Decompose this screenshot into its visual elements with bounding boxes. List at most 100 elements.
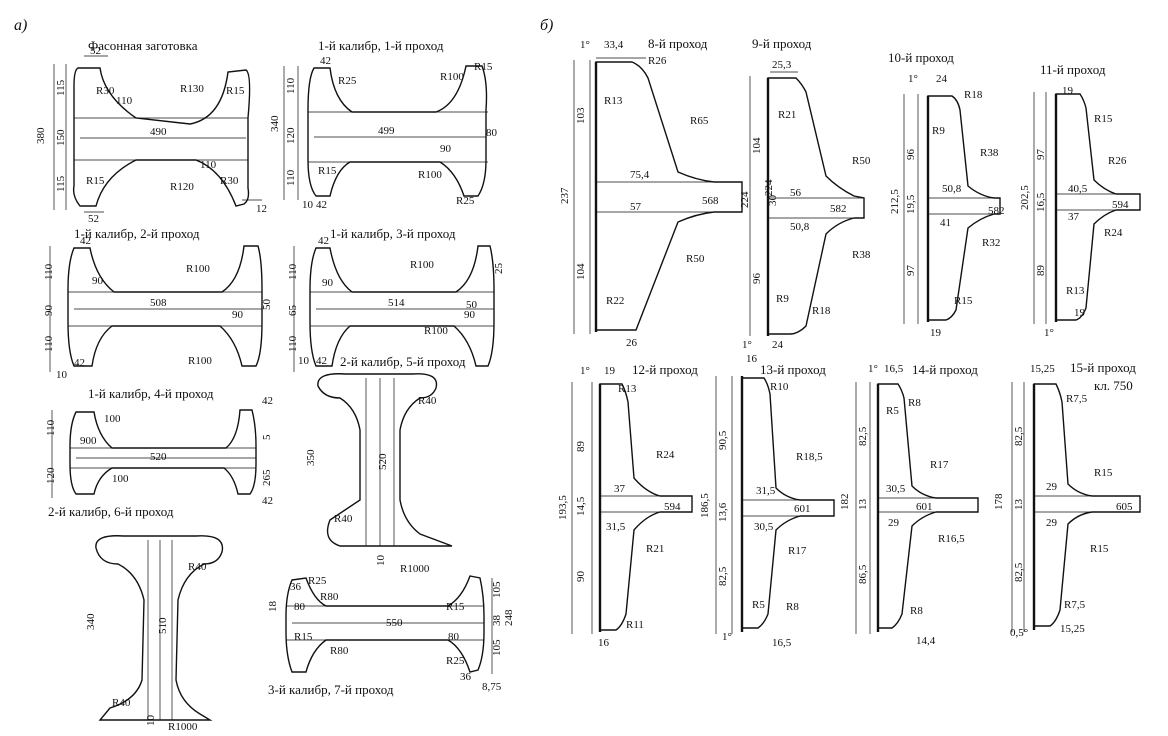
dim-p4-e2: 265 [261,469,273,486]
r-p9-5: R18 [812,305,831,317]
dim-p8-h1: 103 [575,107,587,124]
dim-p14-x1: 30,5 [886,483,906,495]
dim-p14-b: 14,4 [916,635,936,647]
dim-p10-x2: 41 [940,217,951,229]
dim-blank-web: 150 [55,129,67,146]
title-pass-15: 15-й проход [1070,360,1136,375]
r-p7-4: R80 [330,645,349,657]
dim-p7-a3: 80 [448,631,460,643]
dim-p11-m: 16,5 [1035,192,1047,212]
dim-p3-s: 25 [493,263,505,275]
dim-p15-m: 13 [1013,499,1025,511]
r-p15-4: R7,5 [1064,599,1086,611]
dim-p5-w: 520 [377,453,389,470]
r-p6-1: R40 [188,561,207,573]
profile-pass-4: 1-й калибр, 4-й проход 110 120 100 900 5… [45,386,273,507]
r-p12-2: R24 [656,449,675,461]
r-p3-2: R100 [424,325,448,337]
r-p1-4: R15 [318,165,337,177]
dim-p12-m: 14,5 [575,496,587,516]
dim-blank-e: 12 [256,203,267,215]
dim-p1-b: 10 [302,199,314,211]
r-p5-3: R1000 [400,563,430,575]
dim-p4-a2: 900 [80,435,97,447]
r-blank-1: R30 [96,85,115,97]
dim-p12-b: 16 [598,637,610,649]
r-p7-2: R80 [320,591,339,603]
dim-blank-bl: 52 [88,213,99,225]
r-blank-6: R30 [220,175,239,187]
r-p7-3: R15 [294,631,313,643]
title-pass-10: 10-й проход [888,50,954,65]
r-p15-2: R15 [1094,467,1113,479]
dim-p3-f1: 110 [287,263,299,280]
r-p2-2: R100 [188,355,212,367]
dim-p9-x2: 50,8 [790,221,810,233]
dim-p13-b: 16,5 [772,637,792,649]
deg-p12: 1° [580,365,590,377]
dim-p3-bl: 42 [316,355,327,367]
r-p12-3: R21 [646,543,664,555]
dim-p4-f1: 110 [45,419,57,436]
dim-blank-t: 110 [116,95,133,107]
dim-p10-h2: 97 [905,265,917,277]
r-p7-6: R25 [446,655,465,667]
panel-a-letter: а) [14,17,27,34]
dim-p1-t: 42 [320,55,331,67]
dim-p15-w: 605 [1116,501,1133,513]
dim-p15-t: 15,25 [1030,363,1055,375]
dim-p10-w: 582 [988,205,1005,217]
dim-blank-w: 490 [150,126,167,138]
r-p10-2: R9 [932,125,945,137]
title-pass-1: 1-й калибр, 1-й проход [318,38,444,53]
dim-p13-x2: 30,5 [754,521,774,533]
dim-p7-h: 248 [503,609,515,626]
deg-p9: 1° [742,339,752,351]
profile-blank: Фасонная заготовка 380 115 150 115 52 52… [35,38,267,225]
profile-pass-13: 13-й проход 16 R10 90,5 186,5 13,6 82,5 … [699,353,835,649]
r-p1-6: R25 [456,195,475,207]
dim-p4-t: 42 [262,395,273,407]
dim-p13-h2: 82,5 [717,566,729,586]
profile-pass-2: 1-й калибр, 2-й проход 110 90 110 42 42 … [43,226,273,381]
r-p9-4: R9 [776,293,789,305]
dim-p10-t: 24 [936,73,948,85]
dim-p1-web: 120 [285,127,297,144]
deg-p8: 1° [580,39,590,51]
dim-p14-h2: 86,5 [857,564,869,584]
r-p5-2: R40 [334,513,353,525]
r-p12-1: R13 [618,383,637,395]
r-p7-1: R25 [308,575,327,587]
dim-p4-a3: 100 [112,473,129,485]
r-p9-1: R21 [778,109,796,121]
title-pass-4: 1-й калибр, 4-й проход [88,386,214,401]
dim-p7-a1: 36 [290,581,302,593]
r-p8-4: R50 [686,253,705,265]
title-pass-8: 8-й проход [648,36,708,51]
title-pass-3: 1-й калибр, 3-й проход [330,226,456,241]
dim-p11-t: 19 [1062,85,1074,97]
dim-p3-a1: 90 [322,277,334,289]
dim-p12-h2: 90 [575,571,587,583]
dim-p8-w: 568 [702,195,719,207]
dim-p7-e: 8,75 [482,681,502,693]
dim-p1-bl: 42 [316,199,327,211]
profile-pass-15: 15-й проход кл. 750 15,25 R7,5 82,5 178 … [993,360,1141,639]
deg-p11: 1° [1044,327,1054,339]
dim-p12-w: 594 [664,501,681,513]
dim-p6-w: 510 [157,617,169,634]
label-kl-750: кл. 750 [1094,378,1133,393]
r-blank-4: R15 [86,175,105,187]
r-blank-5: R120 [170,181,194,193]
r-p12-4: R11 [626,619,644,631]
dim-p4-a1: 100 [104,413,121,425]
profile-pass-7: 3-й калибр, 7-й проход 36 R25 R80 80 18 … [267,575,515,697]
dim-p13-w: 601 [794,503,811,515]
title-pass-11: 11-й проход [1040,62,1106,77]
r-p15-3: R15 [1090,543,1109,555]
r-p1-3: R15 [474,61,493,73]
title-pass-6: 2-й калибр, 6-й проход [48,504,174,519]
dim-p3-t: 42 [318,235,329,247]
r-p1-5: R100 [418,169,442,181]
dim-blank-f1: 115 [55,79,67,96]
